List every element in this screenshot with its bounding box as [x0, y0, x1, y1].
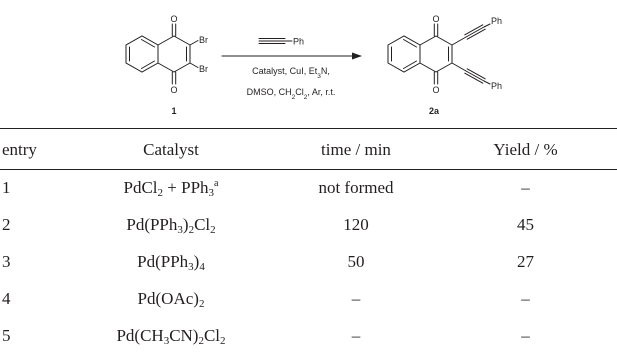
cell-yield: – — [521, 177, 530, 197]
cell-entry: 3 — [2, 251, 11, 271]
reactant-oxygen-bottom: O — [170, 85, 177, 95]
reagent-ph-label: Ph — [293, 37, 304, 47]
reagents-line-1: Catalyst, CuI, Et3N, — [252, 66, 330, 80]
cell-catalyst: Pd(PPh3)4 — [137, 251, 205, 273]
header-catalyst: Catalyst — [143, 140, 199, 159]
cell-catalyst: Pd(CH3CN)2Cl2 — [116, 325, 226, 347]
cell-entry: 1 — [2, 177, 11, 197]
cell-yield: – — [521, 288, 530, 308]
reaction-arrow — [221, 52, 362, 60]
table-header-row: entry Catalyst time / min Yield / % — [0, 131, 617, 169]
cell-time: 120 — [343, 214, 369, 234]
cell-yield: – — [521, 325, 530, 345]
cell-entry: 2 — [2, 214, 11, 234]
cell-entry: 4 — [2, 288, 11, 308]
table-top-rule — [0, 128, 617, 129]
reactant-oxygen-top: O — [170, 14, 177, 24]
table-row: 5 Pd(CH3CN)2Cl2 – – — [0, 317, 617, 354]
cell-yield: 27 — [517, 251, 534, 271]
table-row: 3 Pd(PPh3)4 50 27 — [0, 243, 617, 280]
cell-yield: 45 — [517, 214, 534, 234]
header-yield: Yield / % — [493, 140, 558, 159]
reactant-bromine-top: Br — [199, 35, 208, 45]
product-label: 2a — [429, 106, 440, 116]
phenylacetylene-structure — [258, 38, 293, 44]
reactant-label: 1 — [171, 106, 176, 116]
table-row: 4 Pd(OAc)2 – – — [0, 280, 617, 317]
product-oxygen-top: O — [432, 14, 439, 24]
table-row: 1 PdCl2 + PPh3a not formed – — [0, 169, 617, 206]
product-structure — [387, 23, 491, 85]
table-row: 2 Pd(PPh3)2Cl2 120 45 — [0, 206, 617, 243]
product-phenyl-bottom: Ph — [491, 81, 502, 91]
cell-time: 50 — [347, 251, 365, 271]
catalyst-screening-table: entry Catalyst time / min Yield / % 1 PdC… — [0, 131, 617, 354]
header-entry: entry — [2, 140, 37, 159]
cell-catalyst: Pd(OAc)2 — [137, 288, 205, 310]
table-header-rule — [0, 169, 617, 170]
reactant-structure — [125, 23, 199, 85]
reagents-line-2: DMSO, CH2Cl2, Ar, r.t. — [247, 87, 336, 101]
cell-catalyst: PdCl2 + PPh3a — [123, 177, 219, 199]
reaction-scheme: O O Br Br 1 Ph Catalyst, CuI, Et3N, DMSO… — [125, 14, 502, 116]
product-phenyl-top: Ph — [491, 16, 502, 26]
header-time: time / min — [321, 140, 391, 159]
table-body: 1 PdCl2 + PPh3a not formed – 2 Pd(PPh3)2Cl2 12… — [0, 169, 617, 354]
cell-catalyst: Pd(PPh3)2Cl2 — [126, 214, 216, 236]
reactant-bromine-bottom: Br — [199, 64, 208, 74]
product-oxygen-bottom: O — [432, 85, 439, 95]
cell-time: not formed — [318, 177, 394, 197]
cell-time: – — [351, 288, 361, 308]
cell-entry: 5 — [2, 325, 11, 345]
cell-time: – — [351, 325, 361, 345]
